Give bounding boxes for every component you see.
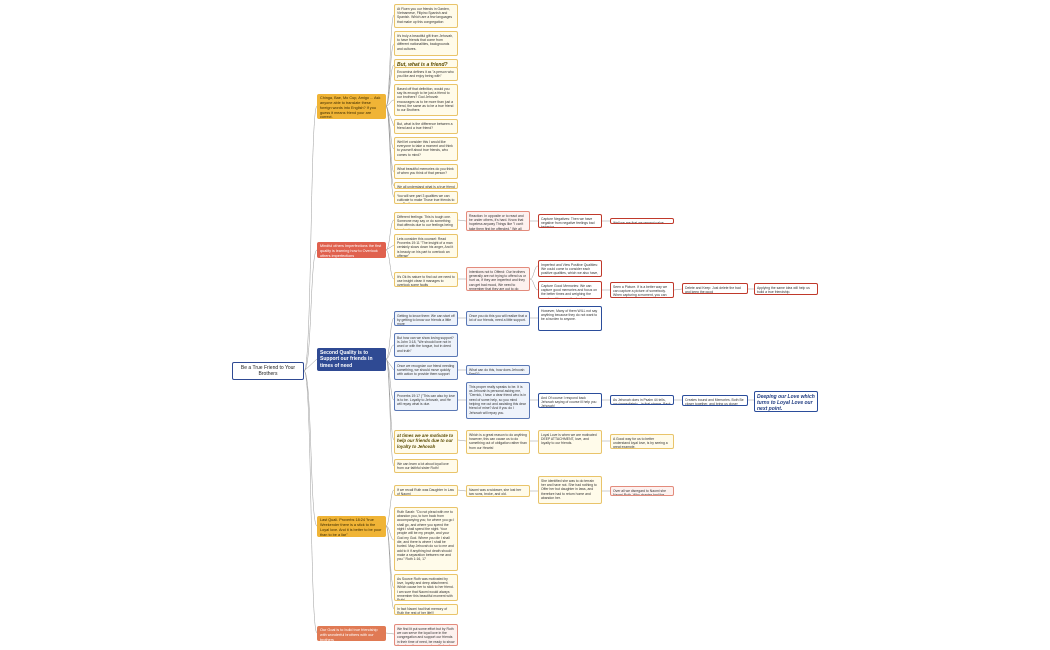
note-difference[interactable]: But, what is the difference between a fr… — [394, 119, 458, 134]
note-good-memories[interactable]: Capture Good Memories: We can capture go… — [538, 281, 602, 299]
note-great-example[interactable]: A Good way for us to better understand l… — [610, 434, 674, 449]
note-psalm[interactable]: As Jehovah does in Psalm 44 tells, you i… — [610, 395, 674, 405]
note-deeping-love[interactable]: Deeping our Love which turns to Loyal Lo… — [754, 391, 818, 412]
note-memories[interactable]: What beautiful memories do you think of … — [394, 164, 458, 179]
note-seen-picture[interactable]: Seen a Picture. If is a better way we ca… — [610, 282, 674, 298]
topic-what-is-friend[interactable]: Chinga, Bae, Mo Cup, Amigo ... Ask anyon… — [317, 94, 386, 119]
note-proverbs-19-17[interactable]: Proverbs 19:17 ("This can also by love i… — [394, 391, 458, 411]
note-loyalty-jehovah[interactable]: at times we are motivate to help our fri… — [394, 430, 458, 454]
note-positive-qualities[interactable]: Imperfect and View Positive Qualities: W… — [538, 260, 602, 277]
note-jehovah-feel[interactable]: What can do this, how does Jehovah Feel?… — [466, 365, 530, 375]
note-naomi-memory[interactable]: In fact Naomi had that memory of Ruth th… — [394, 604, 458, 615]
note-not-burden[interactable]: However, Many of them WILL not say anyth… — [538, 306, 602, 331]
note-three-qualities[interactable]: You will see part 3 qualities we can cul… — [394, 191, 458, 204]
note-proverbs-19-11[interactable]: Lets consider this counsel: Read Proverb… — [394, 234, 458, 258]
topic-goal[interactable]: Our Goal is to build true friendship wit… — [317, 626, 386, 641]
note-obligation[interactable]: Which is a great reason to do anything h… — [466, 430, 530, 454]
note-capture-negatives[interactable]: Capture Negatives: Then we have negative… — [538, 214, 602, 228]
topic-support-friends[interactable]: Second Quality is to Support our friends… — [317, 348, 386, 371]
note-beautiful-gift[interactable]: It's truly a beautiful gift from Jehovah… — [394, 31, 458, 56]
note-loyal-love-def[interactable]: Loyal Love is when we are motivated DEEP… — [538, 430, 602, 454]
note-naomi-widower[interactable]: Naomi was a widower, she lost her two so… — [466, 485, 530, 497]
note-consider[interactable]: Well let consider this I would like ever… — [394, 137, 458, 161]
topic-overlook-imperfections[interactable]: Mindful others Imperfections the first q… — [317, 242, 386, 258]
note-languages[interactable]: At Fluen you our friends in Garden, Viet… — [394, 4, 458, 28]
note-ruth-quote[interactable]: Ruth Sarah: "Do not plead with me to aba… — [394, 507, 458, 571]
note-delete-keep[interactable]: Delete and Keep: Just delete the bad and… — [682, 283, 748, 294]
note-realize-support[interactable]: Once you do this you will realize that a… — [466, 311, 530, 326]
note-build-friendship[interactable]: Applying the same idea will help us buil… — [754, 283, 818, 295]
note-disregard[interactable]: Over all we disregard to Naomi she Naomi… — [610, 486, 674, 496]
note-understand[interactable]: We all understand what is a true friend — [394, 182, 458, 189]
note-intentions[interactable]: Intentions not to Offend: Our brothers g… — [466, 267, 530, 291]
note-naomi-abandon[interactable]: She identified she was to do terrain her… — [538, 476, 602, 504]
note-insight[interactable]: It's Ok its nature to find out we need t… — [394, 272, 458, 287]
note-john-3-18[interactable]: But how can we show loving support? Is J… — [394, 333, 458, 357]
note-reaction[interactable]: Reaction: In opposite or to react and be… — [466, 211, 530, 231]
note-respect-value[interactable]: Well we are that we respect value them — [610, 218, 674, 224]
note-derrick-story[interactable]: This proper really speaks to be. It is a… — [466, 382, 530, 419]
note-based-definition[interactable]: Based off that definition, would you say… — [394, 84, 458, 116]
note-effort[interactable]: We find lit put some effort but by Ruth … — [394, 624, 458, 646]
note-bound-memories[interactable]: Creates bound and Memories. Both Be clos… — [682, 395, 748, 406]
note-learn-from-ruth[interactable]: We can learn a lot about loyal love from… — [394, 459, 458, 473]
note-move-quickly[interactable]: Once we recognize our friend needing som… — [394, 361, 458, 380]
note-definition[interactable]: Encarnina defines it as "a person who yo… — [394, 67, 458, 81]
note-ruth-daughter[interactable]: If we recall Ruth was Daughter in Law of… — [394, 485, 458, 496]
note-ruth-motivated[interactable]: As Source Ruth was motivated by love, lo… — [394, 574, 458, 601]
note-getting-to-know[interactable]: Getting to know them: We can start off b… — [394, 311, 458, 326]
topic-loyal-love[interactable]: Last Quali. Proverbs 18:24 "true Weekend… — [317, 516, 386, 537]
note-respond-jehovah[interactable]: And Of course I respond back Jehovah say… — [538, 393, 602, 408]
note-different-feelings[interactable]: Different feelings: This is tough one. S… — [394, 212, 458, 230]
root-topic[interactable]: Be a True Friend to Your Brothers — [232, 362, 304, 380]
